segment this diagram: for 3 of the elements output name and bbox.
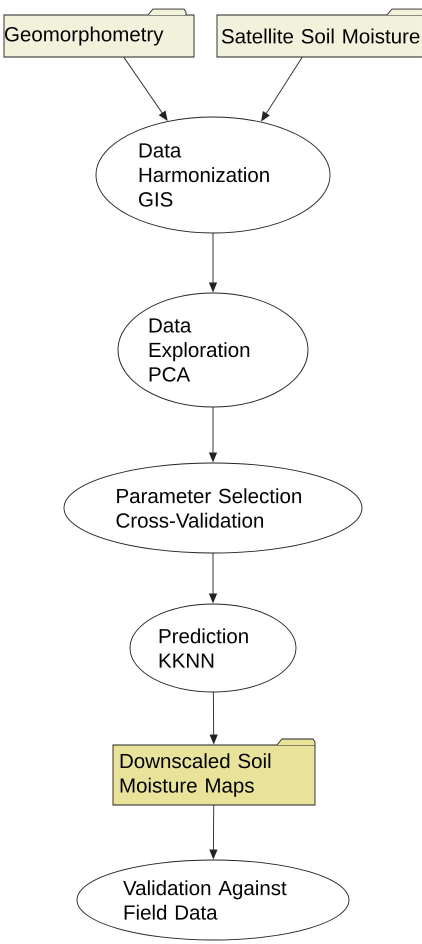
folder-box: Downscaled Soil Moisture Maps — [112, 738, 316, 806]
folder-box: Geomorphometry — [4, 8, 194, 58]
folder-box: Satellite Soil Moisture — [216, 8, 422, 58]
